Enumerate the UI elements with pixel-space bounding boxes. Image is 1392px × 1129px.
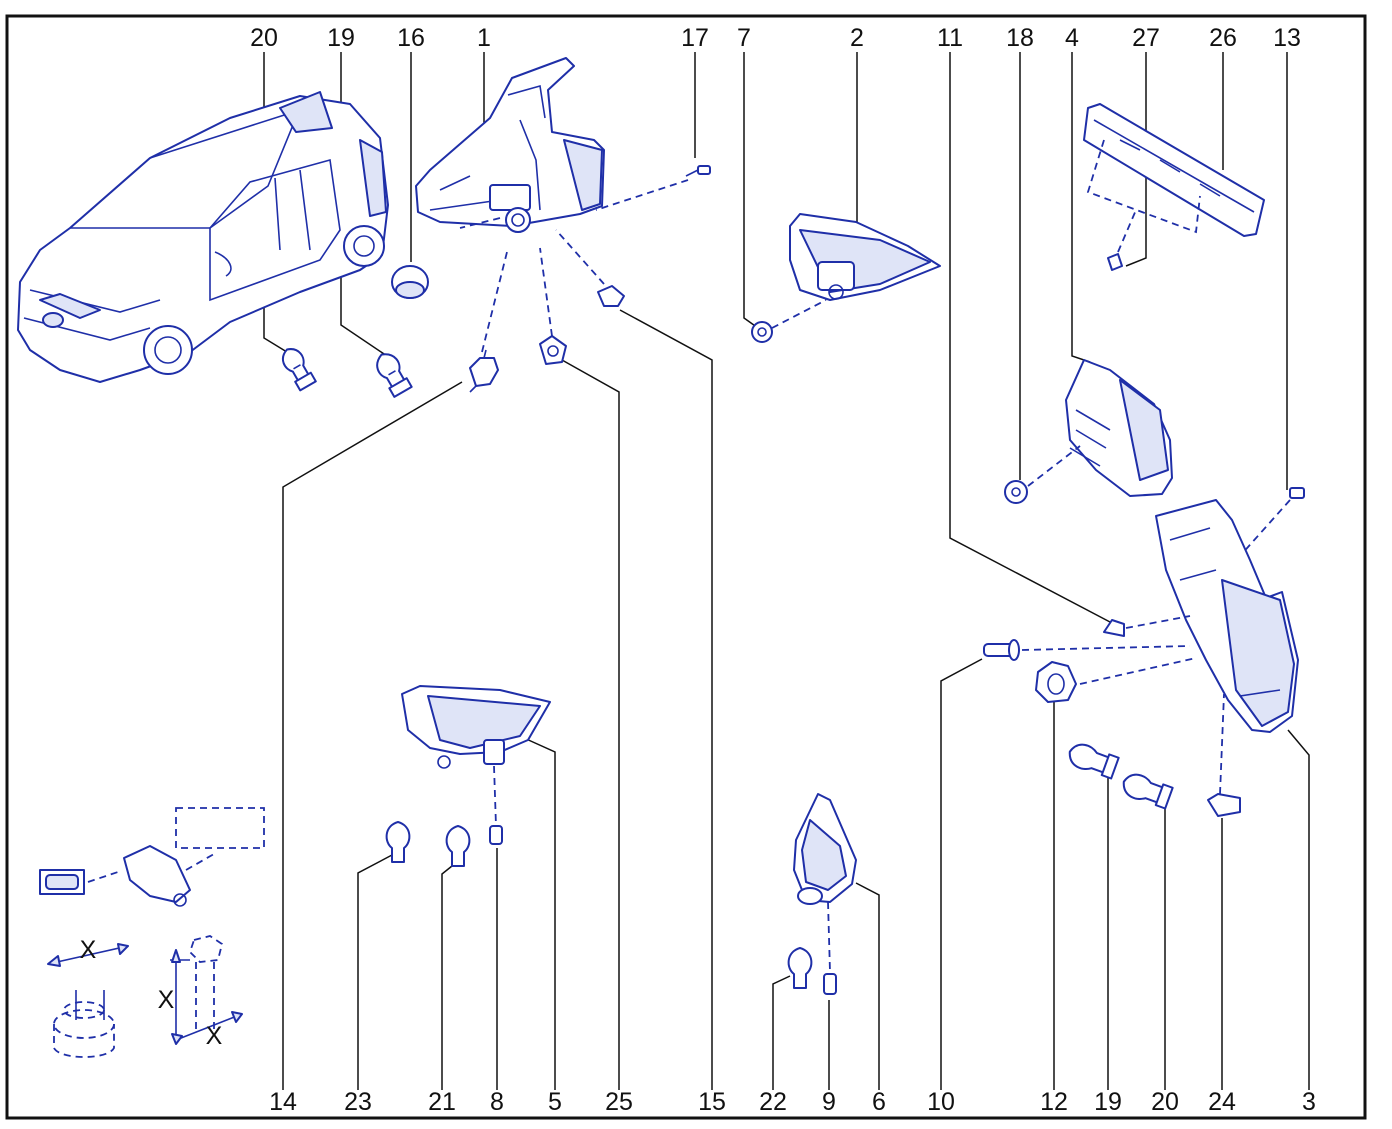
- bulb-socket: [123, 845, 191, 903]
- label-bottom-3: 3: [1302, 1088, 1316, 1116]
- clip-icon: [539, 335, 567, 365]
- leader-15: [619, 309, 713, 1090]
- leader-3: [1287, 729, 1310, 1090]
- label-top-1: 1: [477, 24, 491, 52]
- bulb-replacement-inset: [39, 807, 265, 907]
- plate-light-icon: [1083, 103, 1265, 237]
- screw-icon: [823, 973, 837, 995]
- dimension-x-diameter: X: [206, 1022, 223, 1050]
- leader-10: [940, 658, 983, 1090]
- reverse-lamp-icon: [793, 793, 857, 905]
- bulb-holder-icon: [469, 349, 499, 393]
- leader-7: [743, 52, 759, 329]
- screw-icon: [1107, 209, 1137, 271]
- bolt-icon: [983, 639, 1020, 661]
- dashed-placeholder: [175, 807, 265, 849]
- rear-lamp-icon: [415, 57, 605, 233]
- bulb-icon: [445, 825, 471, 867]
- clip-icon: [1103, 619, 1125, 637]
- label-bottom-14: 14: [269, 1088, 297, 1116]
- bulb-icon: [1122, 773, 1174, 810]
- dimension-x-length: X: [158, 986, 175, 1014]
- leader-5: [523, 737, 556, 1090]
- rear-lamp-icon: [789, 213, 941, 301]
- label-top-18: 18: [1006, 24, 1034, 52]
- label-bottom-22: 22: [759, 1088, 787, 1116]
- label-bottom-12: 12: [1040, 1088, 1068, 1116]
- clip-icon: [597, 285, 625, 307]
- grommet-icon: [1035, 661, 1077, 703]
- grommet-icon: [391, 265, 429, 299]
- label-bottom-5: 5: [548, 1088, 562, 1116]
- leader-11: [949, 52, 1111, 623]
- dimension-x-nut: X: [80, 936, 97, 964]
- vehicle-icon: [17, 91, 389, 383]
- label-top-26: 26: [1209, 24, 1237, 52]
- label-bottom-19: 19: [1094, 1088, 1122, 1116]
- label-bottom-23: 23: [344, 1088, 372, 1116]
- label-top-19: 19: [327, 24, 355, 52]
- screw-icon: [1239, 487, 1305, 557]
- label-top-4: 4: [1065, 24, 1079, 52]
- label-bottom-20: 20: [1151, 1088, 1179, 1116]
- label-bottom-25: 25: [605, 1088, 633, 1116]
- bulb-icon: [281, 348, 317, 392]
- label-bottom-8: 8: [490, 1088, 504, 1116]
- screw-icon: [685, 165, 711, 177]
- bulb-icon: [787, 947, 813, 989]
- label-bottom-24: 24: [1208, 1088, 1236, 1116]
- leader-14: [282, 381, 463, 1090]
- rear-lamp-icon: [1155, 499, 1299, 733]
- nut-icon: X: [47, 936, 129, 1058]
- label-top-27: 27: [1132, 24, 1160, 52]
- nut-icon: [1004, 480, 1028, 504]
- bulb-icon: [376, 353, 413, 398]
- label-bottom-15: 15: [698, 1088, 726, 1116]
- label-top-13: 13: [1273, 24, 1301, 52]
- top-labels: 20 19 16 1 17 7 2 11 18 4 27 26 13: [250, 24, 1301, 52]
- leader-6: [855, 882, 880, 1090]
- leader-4: [1071, 52, 1091, 363]
- leader-21: [441, 865, 453, 1090]
- label-top-2: 2: [850, 24, 864, 52]
- nut-icon: [751, 321, 773, 343]
- bulb-icon: [385, 821, 411, 863]
- label-bottom-10: 10: [927, 1088, 955, 1116]
- leader-22: [772, 975, 791, 1090]
- diagram-frame: [5, 14, 1367, 1120]
- bulb-holder-icon: [1207, 693, 1241, 817]
- fastener-dimension-inset: X X X: [47, 935, 243, 1058]
- label-bottom-9: 9: [822, 1088, 836, 1116]
- bolt-icon: X X: [158, 935, 243, 1050]
- label-top-11: 11: [937, 24, 963, 52]
- leader-23: [357, 854, 393, 1090]
- leader-25: [561, 359, 620, 1090]
- label-top-20: 20: [250, 24, 278, 52]
- screw-icon: [489, 825, 503, 845]
- bottom-labels: 14 23 21 8 5 25 15 22 9 6 10 12 19 20 24…: [269, 1088, 1316, 1116]
- label-bottom-6: 6: [872, 1088, 886, 1116]
- label-top-16: 16: [397, 24, 425, 52]
- label-bottom-21: 21: [428, 1088, 456, 1116]
- label-top-7: 7: [737, 24, 751, 52]
- fog-lamp-icon: [401, 685, 551, 769]
- bulb-icon: [1068, 743, 1120, 780]
- leader-27: [1125, 52, 1147, 267]
- rear-lamp-icon: [1065, 359, 1173, 497]
- label-top-17: 17: [681, 24, 709, 52]
